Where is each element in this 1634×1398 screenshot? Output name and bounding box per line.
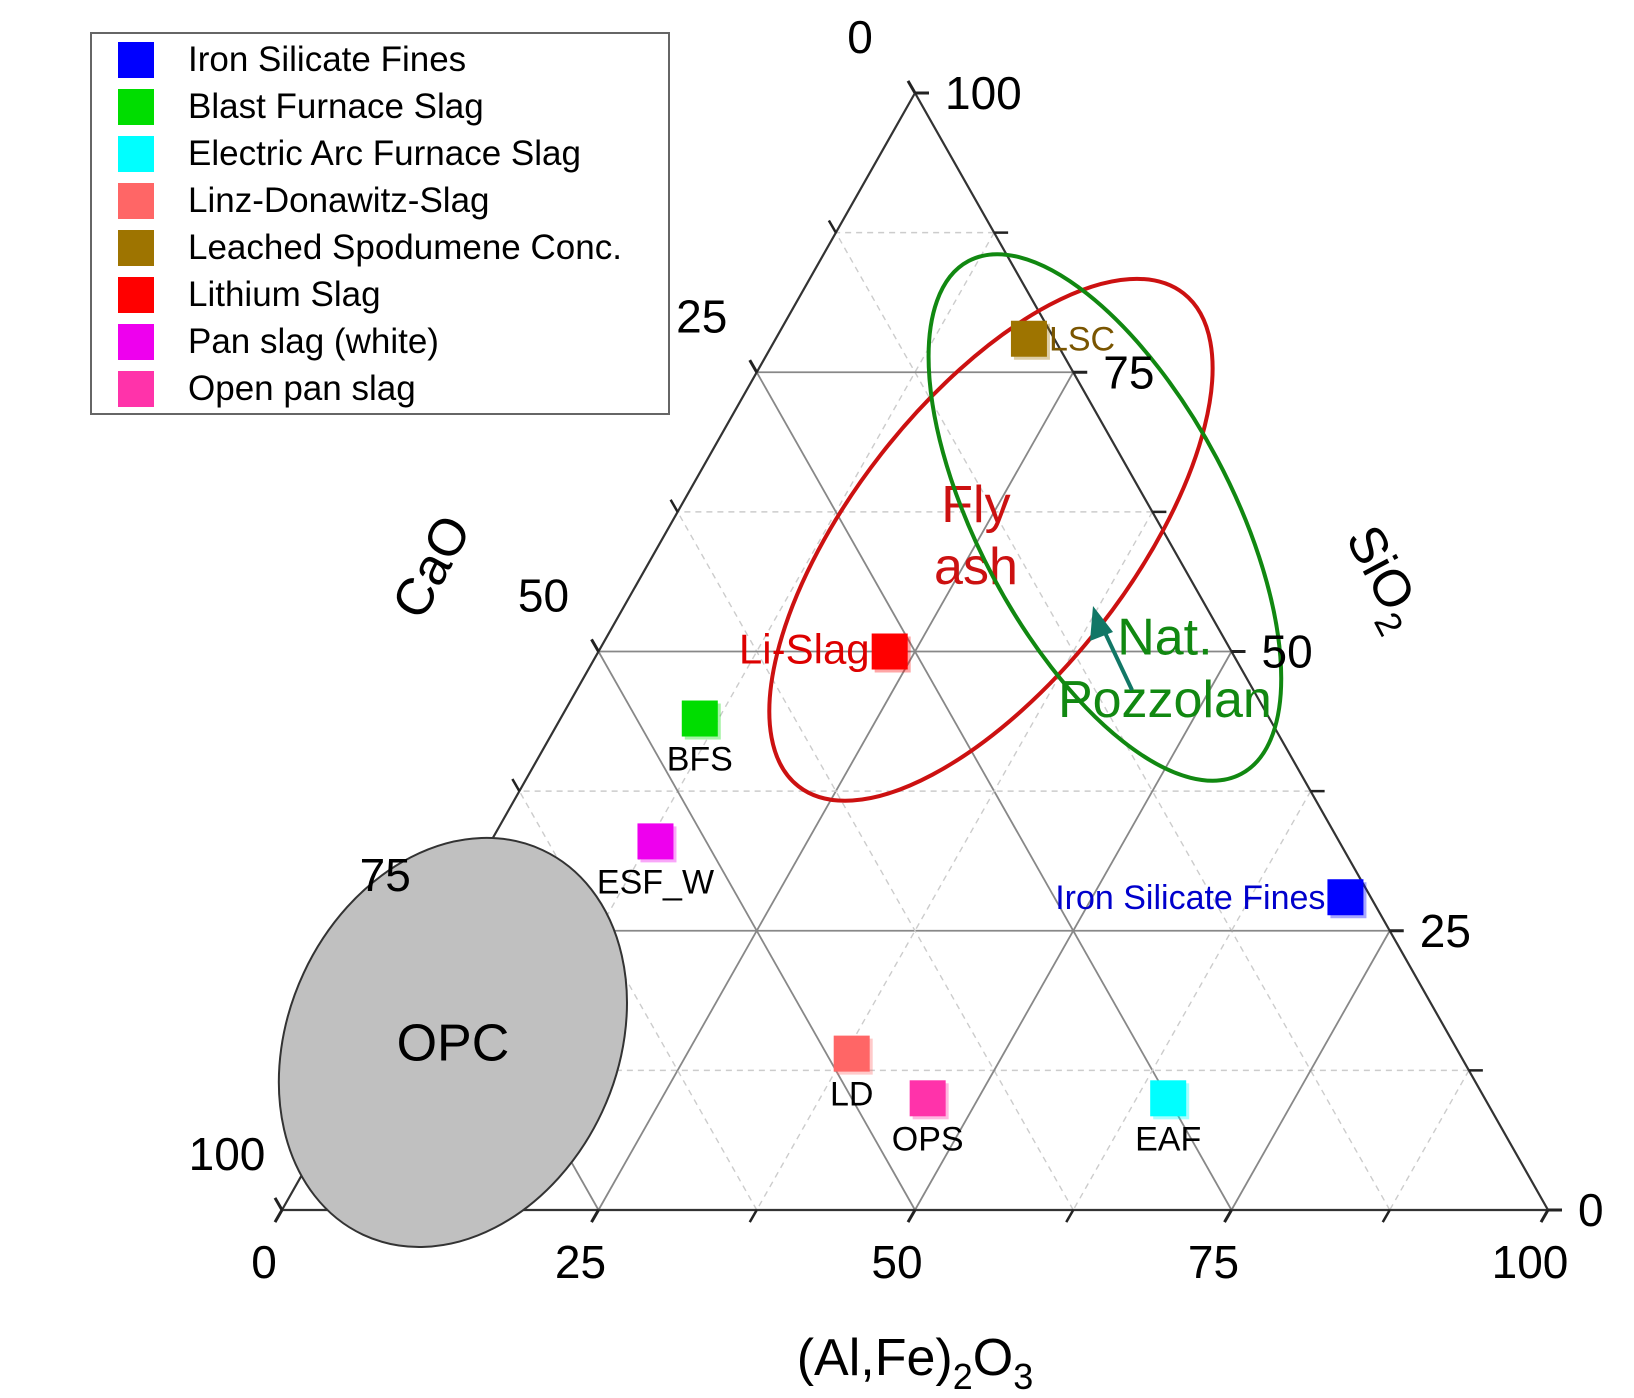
point-label: BFS (667, 741, 733, 779)
region-opc (277, 836, 628, 1248)
tick-left (748, 359, 759, 374)
axis-title-alfe-main: (Al,Fe) (797, 1329, 953, 1387)
point-label: ESF_W (597, 863, 714, 901)
axis-title-alfe-sub1: 2 (953, 1356, 973, 1397)
tick-label-right: 100 (945, 67, 1022, 119)
legend-item: Open pan slag (118, 369, 416, 409)
legend-item: Electric Arc Furnace Slag (118, 134, 581, 174)
legend-swatch (118, 230, 154, 266)
tick-label-bottom: 25 (555, 1236, 606, 1288)
tick-label-left: 25 (676, 290, 727, 342)
legend-item: Pan slag (white) (118, 322, 439, 362)
legend-label: Open pan slag (188, 369, 416, 408)
point-label: OPS (892, 1120, 964, 1158)
tick-left (511, 778, 521, 792)
legend-swatch (118, 136, 154, 172)
point-ld (833, 1035, 870, 1072)
legend-swatch (118, 277, 154, 313)
tick-label-bottom: 50 (871, 1236, 922, 1288)
legend-swatch (118, 89, 154, 125)
tick-label-right: 75 (1103, 346, 1154, 398)
tick-bottom (1065, 1209, 1075, 1223)
tick-label-bottom: 0 (251, 1236, 277, 1288)
axis-title-cao: CaO (381, 506, 482, 628)
tick-left (590, 638, 600, 653)
point-label: Iron Silicate Fines (1055, 879, 1325, 917)
grid-line (597, 651, 916, 1211)
tick-left (827, 219, 837, 234)
axis-title-sio2: SiO2 (1326, 516, 1436, 642)
region-label: OPC (397, 1015, 510, 1073)
tick-label-right: 0 (1578, 1184, 1604, 1236)
tick-label-right: 25 (1420, 905, 1471, 957)
grid-line (835, 232, 1391, 1211)
tick-label-left: 50 (518, 570, 569, 622)
grid-line (677, 511, 1074, 1211)
legend-label: Lithium Slag (188, 275, 381, 314)
legend-swatch (118, 324, 154, 360)
region-label: Pozzolan (1058, 671, 1272, 729)
region-label: ash (934, 538, 1018, 596)
axis-title-sio2-main: SiO (1334, 516, 1426, 620)
legend-label: Electric Arc Furnace Slag (188, 134, 581, 173)
tick-label-left: 0 (847, 11, 873, 63)
point-label: Li-Slag (739, 626, 870, 673)
legend-label: Pan slag (white) (188, 322, 439, 361)
region-label: Nat. (1117, 608, 1212, 666)
point-label: EAF (1135, 1120, 1201, 1158)
grid-line (1230, 930, 1391, 1211)
legend-item: Linz-Donawitz-Slag (118, 181, 490, 221)
tick-label-left: 75 (360, 849, 411, 901)
point-lsc (1010, 320, 1047, 357)
legend-item: Lithium Slag (118, 275, 381, 315)
tick-left (906, 80, 917, 94)
point-label: LD (830, 1076, 873, 1114)
point-li-slag (871, 633, 908, 670)
point-bfs (681, 700, 718, 737)
tick-label-right: 50 (1262, 626, 1313, 678)
tick-left (669, 499, 679, 513)
axis-title-alfe: (Al,Fe)2O3 (797, 1329, 1034, 1397)
tick-left (273, 1197, 284, 1211)
legend-label: Linz-Donawitz-Slag (188, 181, 490, 220)
grid-line (914, 651, 1233, 1211)
tick-label-bottom: 100 (1492, 1236, 1569, 1288)
legend-label: Leached Spodumene Conc. (188, 228, 622, 267)
legend-swatch (118, 183, 154, 219)
tick-bottom (1381, 1209, 1391, 1223)
point-label: LSC (1049, 321, 1115, 359)
tick-bottom (906, 1209, 917, 1223)
tick-label-left: 100 (189, 1128, 266, 1180)
legend-label: Iron Silicate Fines (188, 40, 467, 79)
tick-bottom (273, 1209, 284, 1223)
tick-bottom (748, 1209, 758, 1223)
axis-title-alfe-mid: O (973, 1329, 1013, 1387)
legend-item: Leached Spodumene Conc. (118, 228, 622, 268)
point-iron-silicate-fines (1327, 879, 1364, 916)
tick-bottom (1539, 1209, 1550, 1223)
legend-item: Blast Furnace Slag (118, 87, 484, 127)
grid-line (1072, 790, 1312, 1211)
tick-label-bottom: 75 (1188, 1236, 1239, 1288)
point-eaf (1150, 1080, 1187, 1117)
legend-item: Iron Silicate Fines (118, 40, 466, 80)
tick-bottom (590, 1209, 600, 1223)
point-esf-w (637, 823, 674, 860)
legend-swatch (118, 371, 154, 407)
grid-line (756, 511, 1153, 1211)
point-ops (909, 1080, 946, 1117)
axis-title-alfe-sub2: 3 (1013, 1356, 1033, 1397)
legend-label: Blast Furnace Slag (188, 87, 484, 126)
region-nat-pozzolan (926, 252, 1284, 783)
grid-line (1389, 1070, 1470, 1211)
tick-bottom (1223, 1209, 1233, 1223)
pozzolan-arrow-head (1090, 606, 1113, 641)
legend-swatch (118, 42, 154, 78)
